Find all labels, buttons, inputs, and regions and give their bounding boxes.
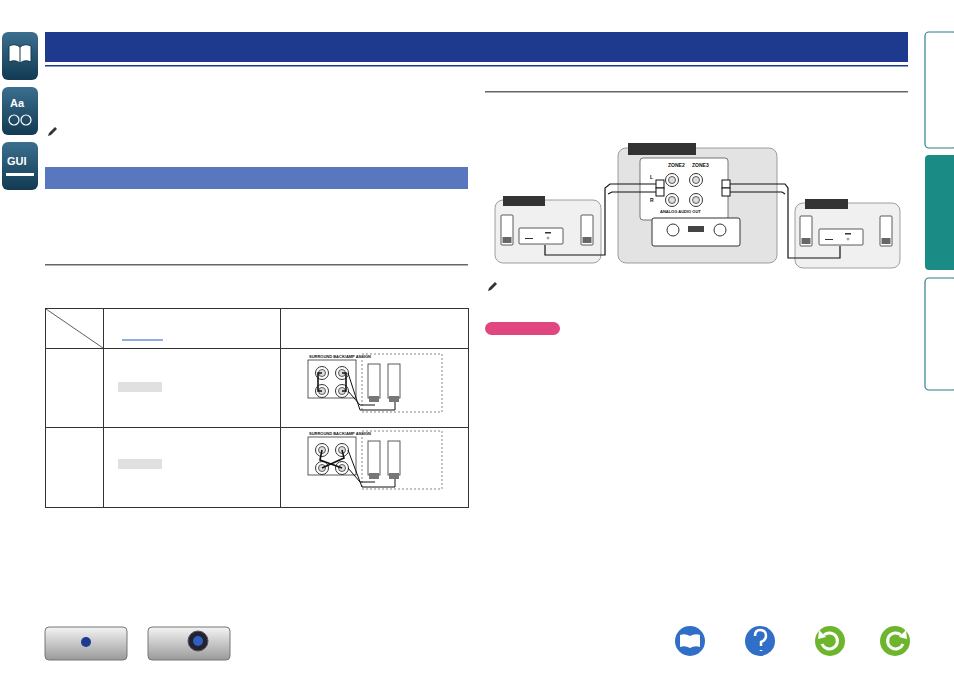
terminal-label: SURROUND BACK/AMP ASSIGN [309,432,371,436]
zone-label: ZONE2 [668,163,685,168]
channel-label: L [650,175,653,180]
zone-label: ZONE3 [692,163,709,168]
output-label: ANALOG AUDIO OUT [660,210,701,214]
terminal-label: SURROUND BACK/AMP ASSIGN [309,355,371,359]
channel-label: R [650,198,654,203]
icon-label: Aa [10,98,24,109]
icon-label: GUI [7,156,27,167]
